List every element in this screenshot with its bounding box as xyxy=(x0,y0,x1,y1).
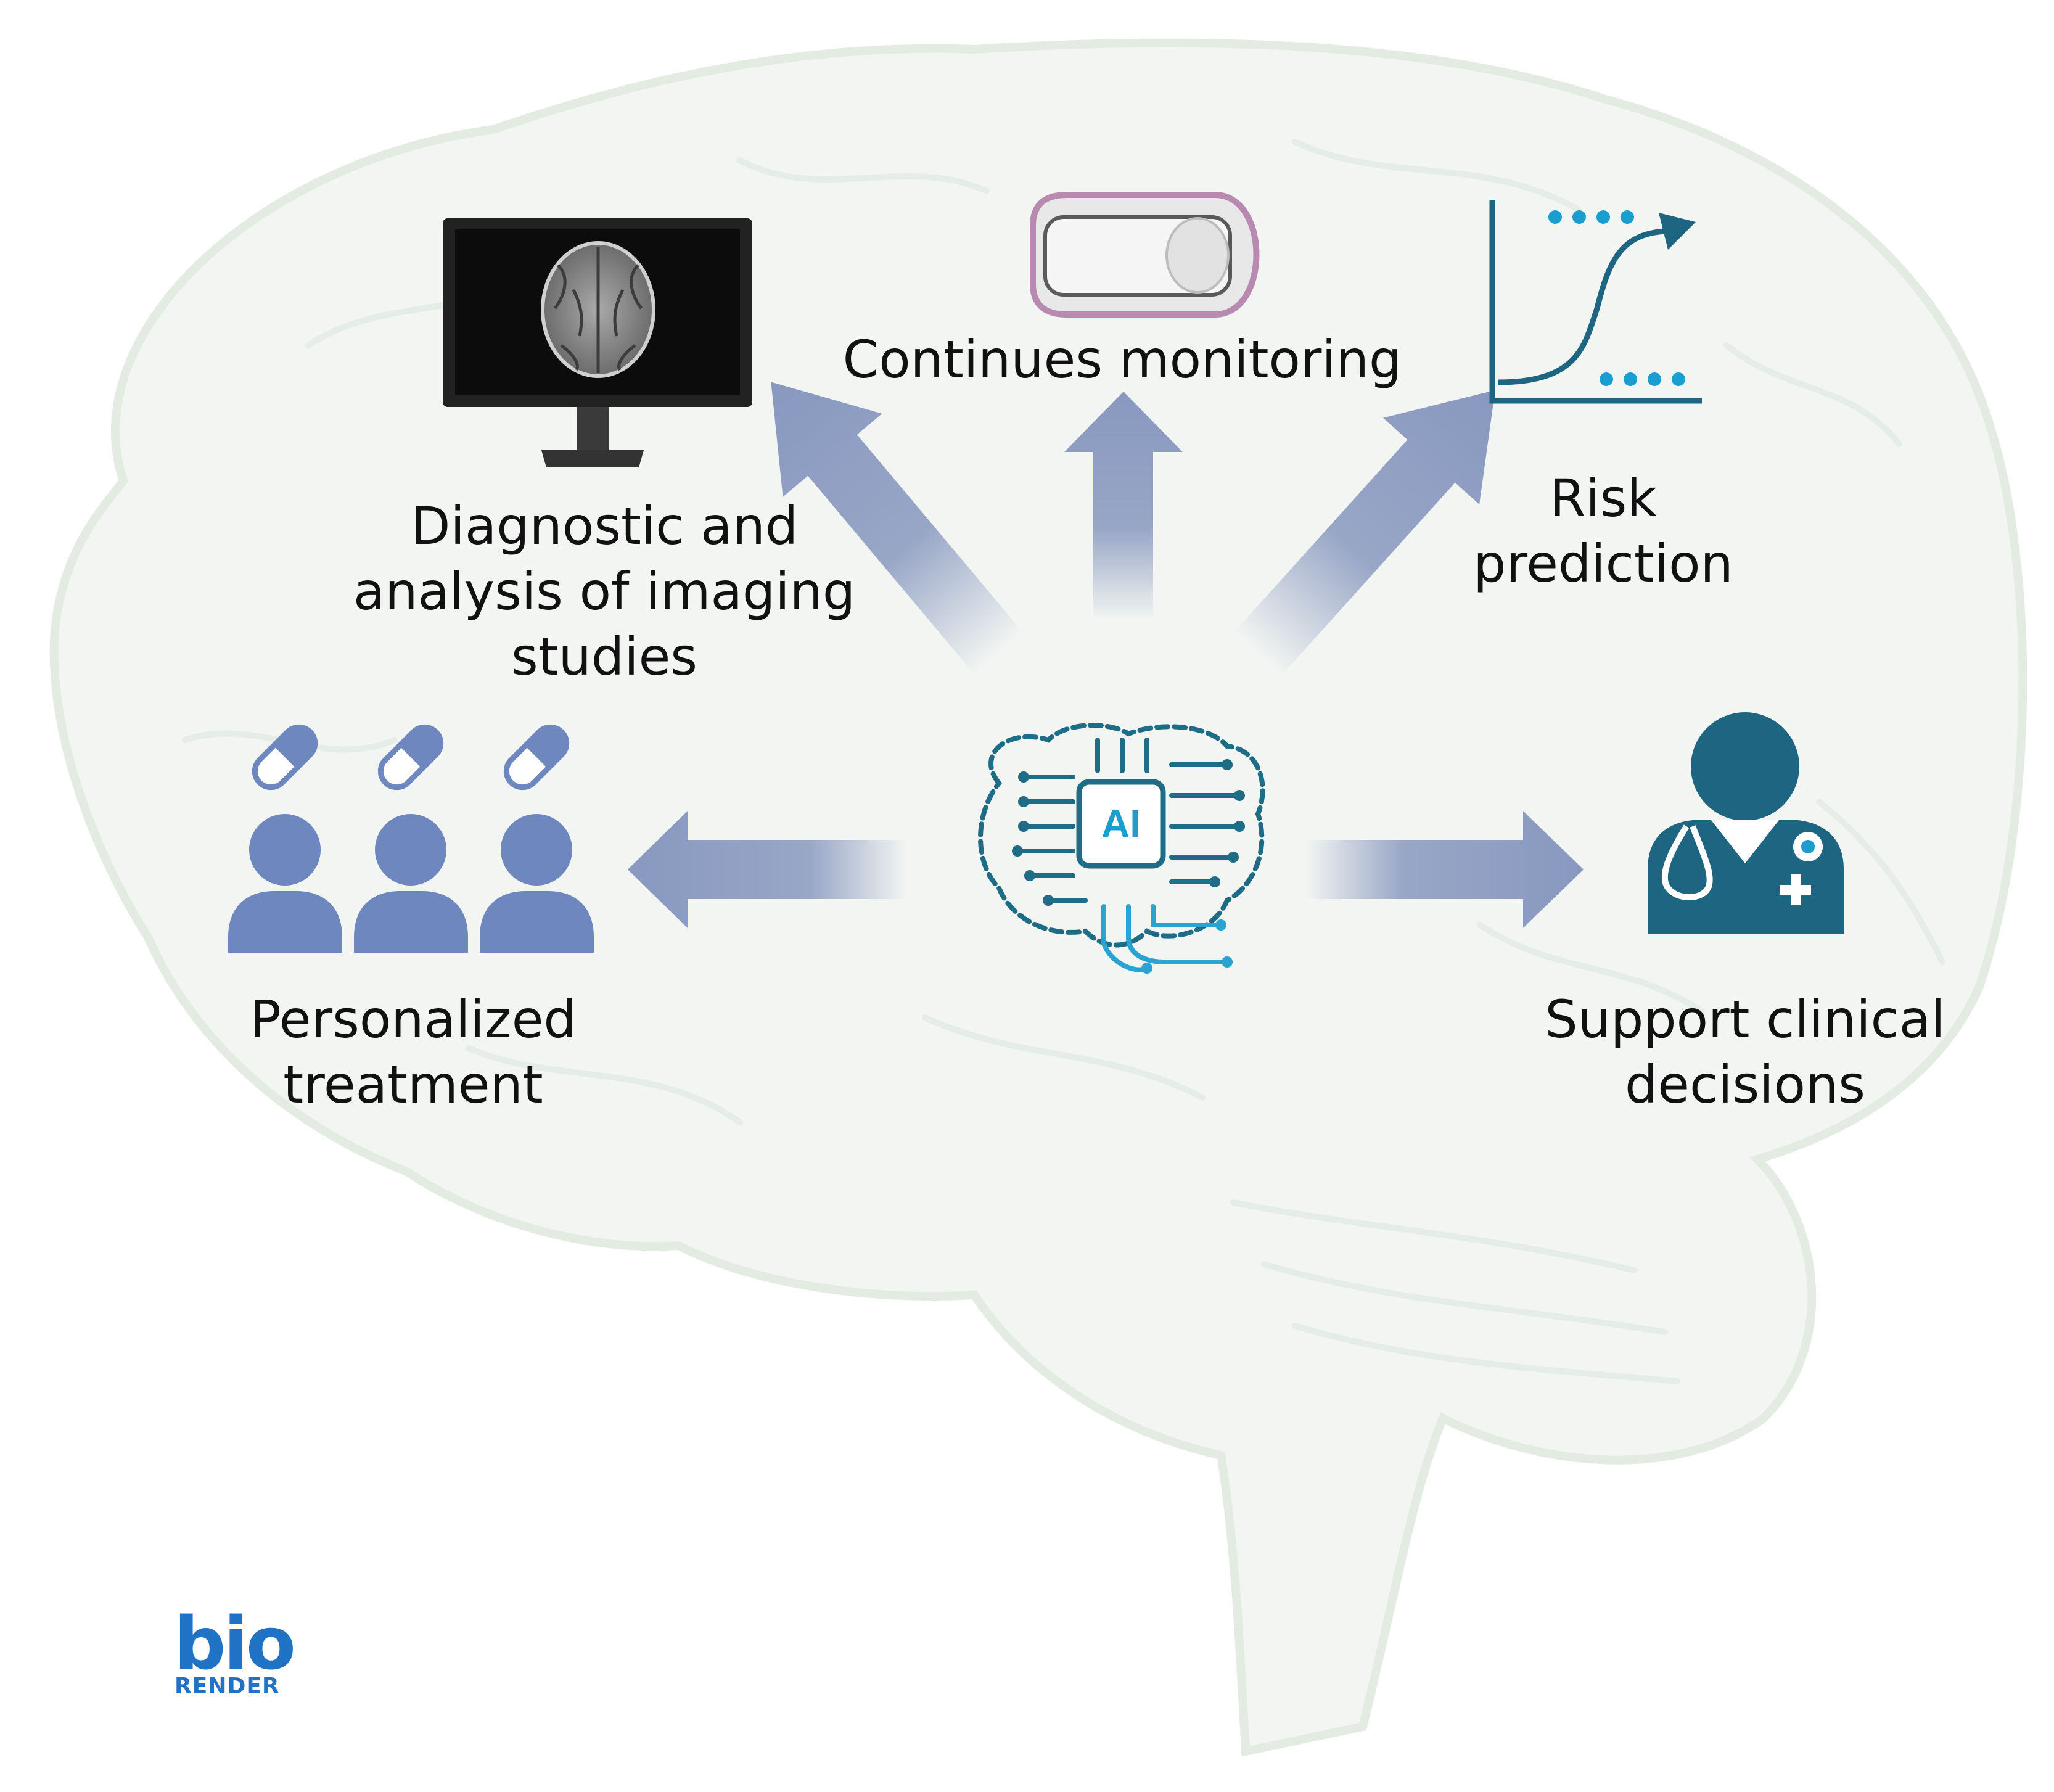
label-treatment-line-2: treatment xyxy=(283,1054,543,1115)
label-treatment-line-1: Personalized xyxy=(250,989,577,1050)
wearable-monitor-icon xyxy=(1030,192,1260,318)
pill-icon xyxy=(252,724,318,791)
pill-icon xyxy=(377,724,444,791)
doctor-stethoscope-icon xyxy=(1648,712,1844,934)
risk-curve-icon xyxy=(1489,200,1702,404)
label-diagnostic-line-2: analysis of imaging xyxy=(353,561,856,622)
arrow-to-monitoring xyxy=(1064,392,1183,620)
label-diagnostic: Diagnostic and analysis of imaging studi… xyxy=(345,493,863,689)
ai-chip-label: AI xyxy=(1101,802,1141,846)
person-icon xyxy=(480,814,594,953)
pill-icon xyxy=(503,724,570,791)
label-risk: Risk prediction xyxy=(1418,466,1788,596)
label-clinical-line-2: decisions xyxy=(1624,1054,1866,1115)
label-monitoring: Continues monitoring xyxy=(826,327,1418,392)
arrow-to-diagnostic xyxy=(771,382,1024,675)
arrow-to-clinical xyxy=(1306,811,1584,928)
brain-background-icon xyxy=(49,38,2027,1757)
arrow-to-risk xyxy=(1234,390,1495,675)
brand-logo-bottom: RENDER xyxy=(175,1674,280,1699)
person-icon xyxy=(228,814,342,953)
brand-logo-top: bio xyxy=(174,1601,296,1686)
monitor-brain-scan-icon xyxy=(443,218,752,467)
label-risk-line-2: prediction xyxy=(1473,533,1733,594)
label-diagnostic-line-3: studies xyxy=(511,627,698,687)
arrow-to-treatment xyxy=(628,811,906,928)
ai-circuit-brain-icon xyxy=(978,723,1265,974)
label-monitoring-line-1: Continues monitoring xyxy=(842,329,1402,390)
label-diagnostic-line-1: Diagnostic and xyxy=(410,496,799,556)
label-risk-line-1: Risk xyxy=(1549,468,1658,528)
label-clinical: Support clinical decisions xyxy=(1517,987,1973,1117)
label-clinical-line-1: Support clinical xyxy=(1545,989,1945,1050)
label-treatment: Personalized treatment xyxy=(197,987,629,1117)
person-icon xyxy=(354,814,468,953)
